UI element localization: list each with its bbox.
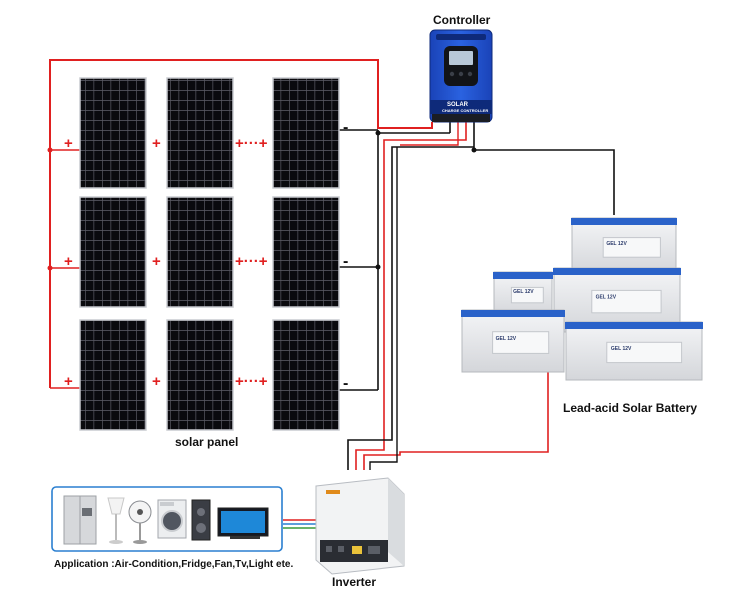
controller-brand: SOLAR <box>447 102 469 108</box>
controller-model: CHARGE CONTROLLER <box>442 108 488 113</box>
battery: GEL 12V <box>493 271 553 317</box>
application-box <box>51 486 283 552</box>
fan-icon <box>128 500 152 544</box>
solar-panel <box>166 319 234 431</box>
series-plus-sign: +···+ <box>235 253 268 270</box>
solar-panel <box>79 196 147 308</box>
battery-model-text: GEL 12V <box>611 346 632 352</box>
washer-icon <box>157 499 187 539</box>
solar-panel <box>272 319 340 431</box>
plus-sign: + <box>152 135 161 152</box>
series-plus-sign: +···+ <box>235 373 268 390</box>
battery-model-text: GEL 12V <box>606 241 627 247</box>
inverter-label: Inverter <box>332 575 376 589</box>
battery-model-text: GEL 12V <box>513 289 534 295</box>
solar-panel-label: solar panel <box>175 435 238 449</box>
solar-panel <box>79 319 147 431</box>
wiring <box>47 59 615 529</box>
plus-sign: + <box>64 253 73 270</box>
charge-controller: Controller SOLAR CHARGE CONTROLLER <box>429 13 493 123</box>
panel-polarity-labels: + + +···+ - + + +···+ - + + +···+ - <box>64 119 348 392</box>
application-caption: Application :Air-Condition,Fridge,Fan,Tv… <box>54 559 293 570</box>
battery: GEL 12V <box>571 217 677 275</box>
battery-bank: GEL 12V GEL 12V GEL 12V GEL 12V GEL 12V <box>461 217 703 381</box>
solar-panel <box>166 77 234 189</box>
tv-icon <box>217 507 269 539</box>
lamp-icon <box>107 497 125 544</box>
speaker-icon <box>191 499 211 541</box>
battery-model-text: GEL 12V <box>596 295 617 301</box>
series-plus-sign: +···+ <box>235 135 268 152</box>
solar-panel <box>272 77 340 189</box>
minus-sign: - <box>343 253 348 270</box>
solar-panel <box>166 196 234 308</box>
minus-sign: - <box>343 375 348 392</box>
solar-panel-array <box>79 77 340 431</box>
inverter-unit: Inverter <box>315 477 405 589</box>
battery-label: Lead-acid Solar Battery <box>563 401 697 415</box>
battery: GEL 12V <box>461 309 565 373</box>
controller-label: Controller <box>433 13 491 27</box>
solar-panel <box>272 196 340 308</box>
positive-wire-top <box>49 59 433 150</box>
plus-sign: + <box>64 373 73 390</box>
plus-sign: + <box>152 253 161 270</box>
battery: GEL 12V <box>565 321 703 381</box>
plus-sign: + <box>152 373 161 390</box>
minus-sign: - <box>343 119 348 136</box>
fridge-icon <box>63 495 97 545</box>
plus-sign: + <box>64 135 73 152</box>
battery: GEL 12V <box>553 267 681 333</box>
battery-model-text: GEL 12V <box>496 336 517 342</box>
solar-panel <box>79 77 147 189</box>
